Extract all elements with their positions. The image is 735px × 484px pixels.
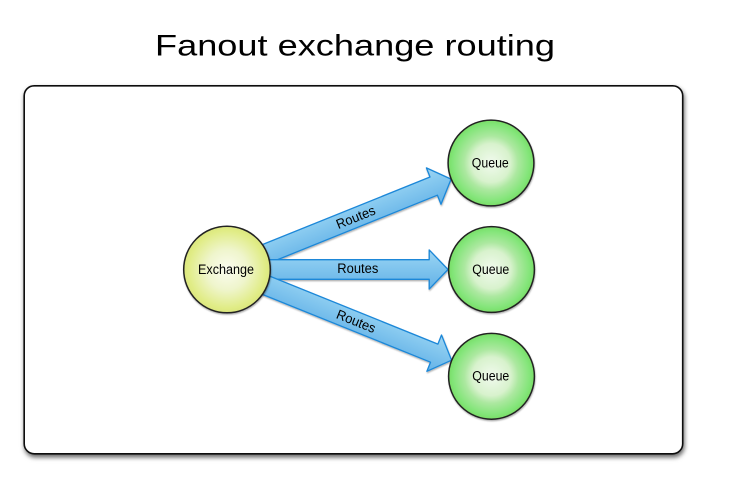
svg-text:Queue: Queue: [472, 369, 509, 384]
svg-text:Queue: Queue: [472, 262, 509, 277]
svg-text:Queue: Queue: [472, 155, 509, 170]
svg-text:Routes: Routes: [337, 261, 378, 276]
svg-text:Fanout exchange routing: Fanout exchange routing: [155, 29, 555, 62]
svg-text:Exchange: Exchange: [198, 262, 254, 277]
